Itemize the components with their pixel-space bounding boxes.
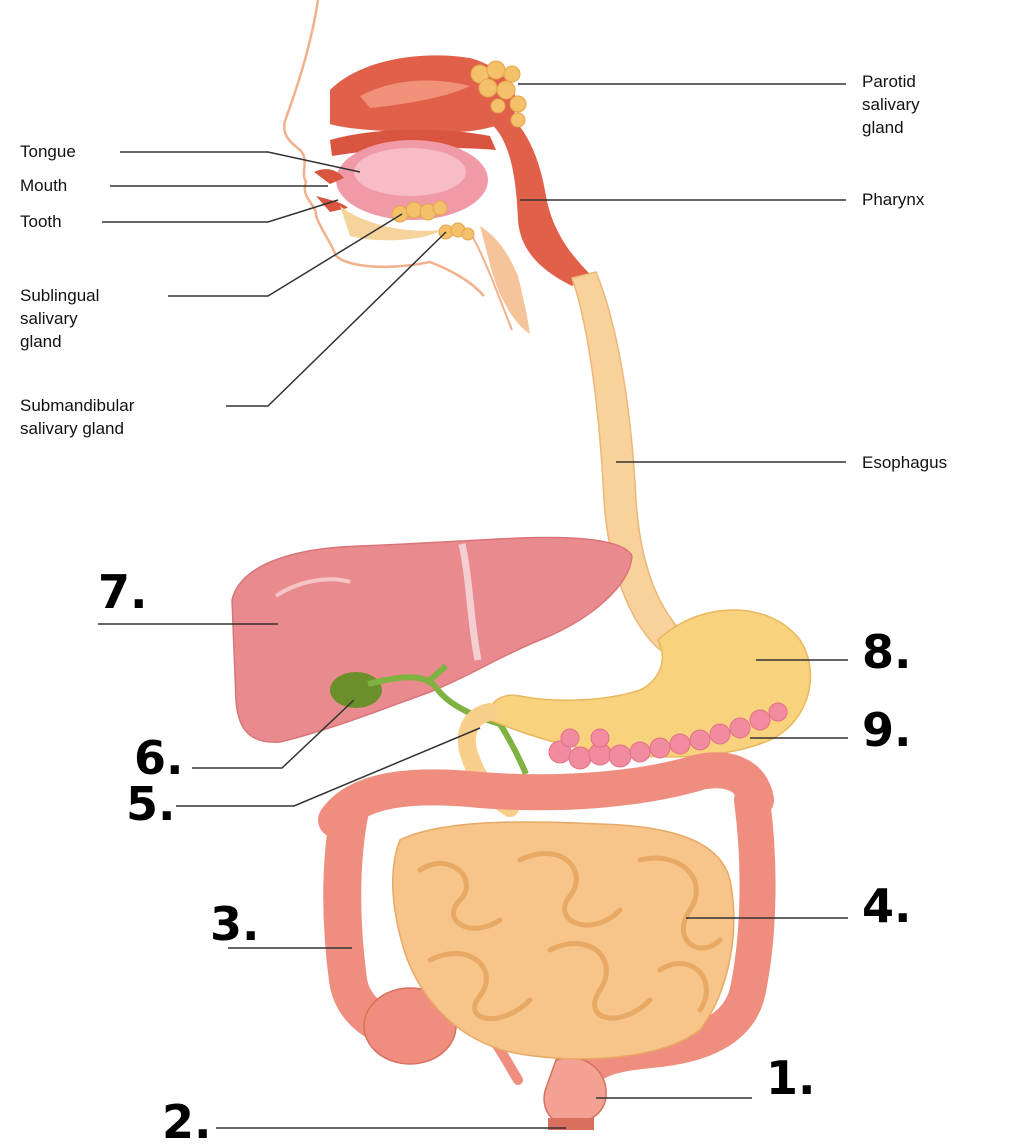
label-sublingual-line-2: salivary — [20, 307, 99, 330]
label-parotid-line-1: Parotid — [862, 70, 920, 93]
transverse-colon — [336, 770, 756, 820]
leader-tooth — [102, 200, 338, 222]
leader-submandibular — [226, 232, 446, 406]
label-tongue: Tongue — [20, 140, 76, 163]
label-parotid-line-3: gland — [862, 116, 920, 139]
label-sublingual-gland: Sublingual salivary gland — [20, 284, 99, 353]
blank-number-1: 1. — [766, 1054, 815, 1102]
blank-number-9: 9. — [862, 706, 911, 754]
blank-number-5: 5. — [126, 780, 175, 828]
blank-number-7: 7. — [98, 568, 147, 616]
blank-number-4: 4. — [862, 882, 911, 930]
label-pharynx: Pharynx — [862, 188, 924, 211]
blank-number-3: 3. — [210, 900, 259, 948]
label-mouth: Mouth — [20, 174, 67, 197]
tongue-highlight — [354, 148, 466, 196]
gallbladder-shape — [330, 672, 382, 708]
larynx-shape — [480, 226, 530, 334]
label-submandibular-line-1: Submandibular — [20, 394, 134, 417]
blank-number-8: 8. — [862, 628, 911, 676]
label-sublingual-line-3: gland — [20, 330, 99, 353]
submandibular-gland — [439, 223, 474, 240]
label-submandibular-gland: Submandibular salivary gland — [20, 394, 134, 440]
label-parotid-line-2: salivary — [862, 93, 920, 116]
blank-number-2: 2. — [162, 1098, 211, 1145]
label-tooth: Tooth — [20, 210, 62, 233]
leader-tongue — [120, 152, 360, 172]
blank-number-6: 6. — [134, 734, 183, 782]
label-parotid-gland: Parotid salivary gland — [862, 70, 920, 139]
label-sublingual-line-1: Sublingual — [20, 284, 99, 307]
label-esophagus: Esophagus — [862, 451, 947, 474]
label-submandibular-line-2: salivary gland — [20, 417, 134, 440]
